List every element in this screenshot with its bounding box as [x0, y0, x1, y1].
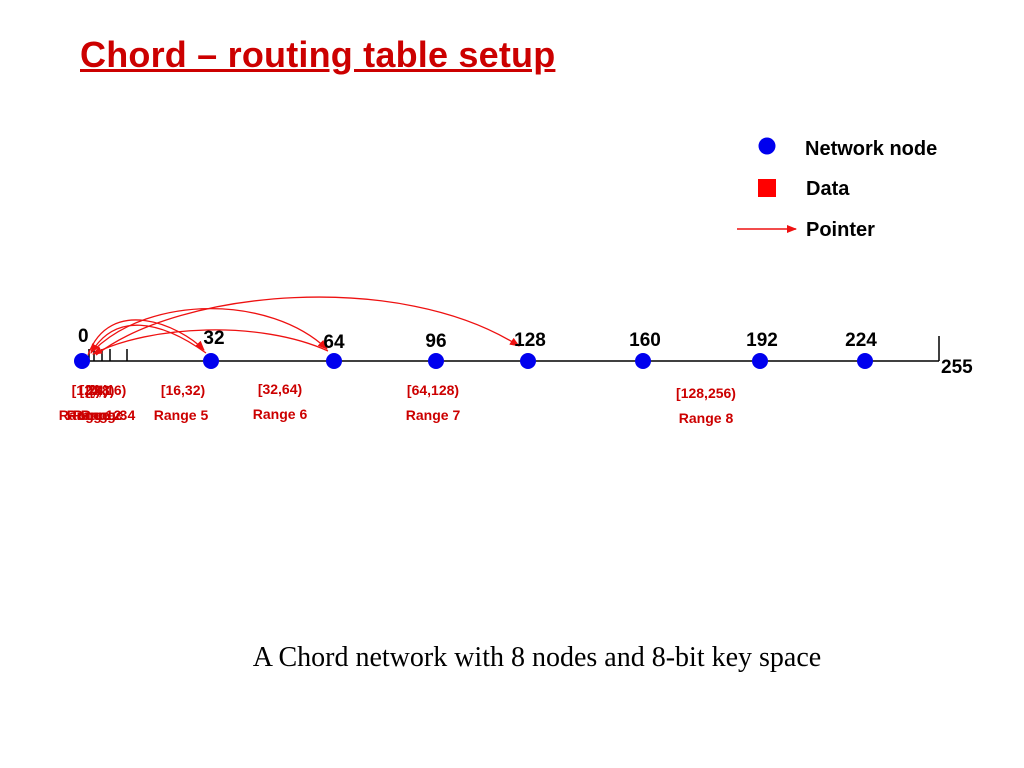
node-label: 32: [203, 328, 224, 349]
slide-title: Chord – routing table setup: [80, 34, 556, 75]
legend-node-icon: [758, 137, 776, 155]
range-interval: [128,256): [676, 385, 736, 401]
range-label: Range 2: [67, 407, 122, 423]
legend: Network node Data Pointer: [737, 137, 937, 241]
range-interval: [32,64): [258, 381, 302, 397]
range-interval: [2,4): [80, 382, 109, 398]
node-label: 128: [514, 330, 546, 351]
node-label: 96: [425, 331, 446, 352]
network-node: [203, 353, 219, 369]
network-node: [752, 353, 768, 369]
pointer-arc: [92, 329, 329, 355]
range-interval: [16,32): [161, 382, 205, 398]
legend-data-label: Data: [806, 178, 850, 200]
range-ticks: [88, 349, 128, 361]
range-label: Range 1: [59, 407, 114, 423]
pointer-arcs: [87, 296, 520, 356]
node-label: 0: [78, 326, 89, 347]
axis-end-label: 255: [941, 357, 973, 378]
range-labels: [1,2) Range 1 [2,4) Range 2 [4,8) Range 3 [8,1…: [59, 381, 736, 426]
pointer-arc: [90, 324, 207, 354]
range-interval: [1,2): [72, 382, 101, 398]
pointer-arc: [87, 319, 205, 356]
network-node: [520, 353, 536, 369]
network-node: [74, 353, 90, 369]
range-label: Range 6: [253, 406, 308, 422]
network-node: [857, 353, 873, 369]
node-label: 192: [746, 330, 778, 351]
node-label: 160: [629, 330, 661, 351]
range-interval: [64,128): [407, 382, 459, 398]
range-interval: [4,8): [86, 382, 115, 398]
range-label: Range 7: [406, 407, 461, 423]
range-interval: [8,16): [90, 382, 127, 398]
range-label: Range 4: [81, 407, 136, 423]
nodes: 0 32 64 96 128 160 192 224: [74, 326, 877, 369]
range-label: Range 8: [679, 410, 734, 426]
key-space-axis: 255: [82, 336, 973, 378]
legend-pointer-label: Pointer: [806, 219, 875, 241]
legend-node-label: Network node: [805, 138, 937, 160]
node-label: 64: [323, 332, 345, 353]
legend-data-icon: [758, 179, 776, 197]
figure-caption: A Chord network with 8 nodes and 8-bit k…: [252, 642, 822, 673]
range-label: Range 3: [73, 407, 128, 423]
node-label: 224: [845, 330, 877, 351]
network-node: [326, 353, 342, 369]
range-label: Range 5: [154, 407, 209, 423]
network-node: [635, 353, 651, 369]
network-node: [428, 353, 444, 369]
pointer-arc: [95, 296, 520, 356]
